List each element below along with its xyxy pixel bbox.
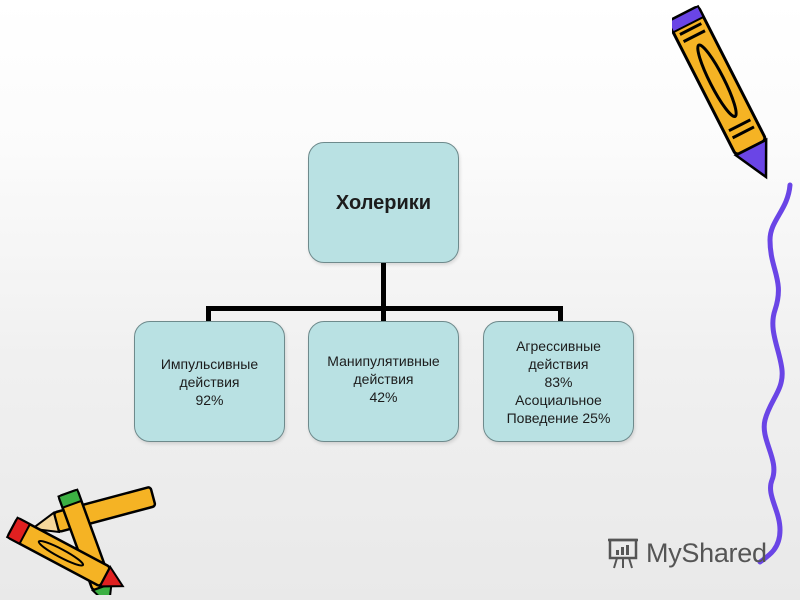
node-label: Импульсивные действия 92%	[160, 355, 259, 408]
myshared-watermark: MyShared	[606, 536, 767, 570]
node-label: Манипулятивные действия 42%	[327, 353, 440, 405]
connector-root-vertical	[381, 263, 386, 310]
node-impulsive-actions: Импульсивные действия 92%	[134, 321, 285, 442]
node-root-choleric: Холерики	[308, 142, 459, 263]
node-root-label: Холерики	[335, 191, 432, 214]
connector-child-1	[206, 306, 211, 322]
connector-child-2	[381, 306, 386, 322]
node-aggressive-actions: Агрессивные действия 83% Асоциальное Пов…	[483, 321, 634, 442]
crossed-pencils-icon	[5, 486, 157, 595]
squiggle-line-decoration	[757, 182, 793, 565]
pencil-icon	[672, 4, 768, 180]
node-label: Агрессивные действия 83% Асоциальное Пов…	[506, 337, 611, 426]
watermark-text: MyShared	[646, 537, 767, 568]
presentation-board-icon	[608, 538, 638, 569]
node-manipulative-actions: Манипулятивные действия 42%	[308, 321, 459, 442]
connector-child-3	[558, 306, 563, 322]
